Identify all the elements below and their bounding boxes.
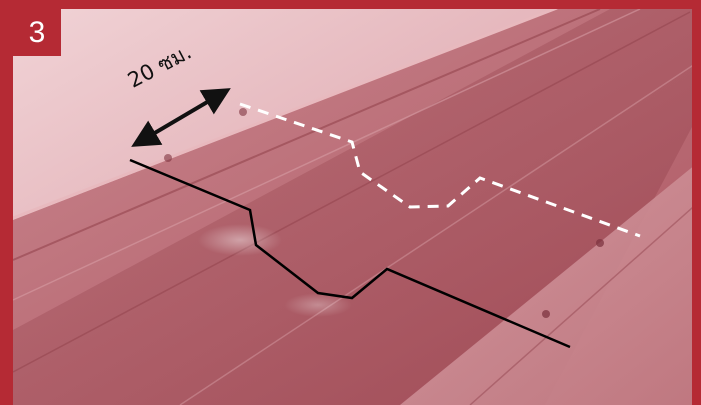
frame-border-left [0, 0, 13, 405]
screw [542, 310, 550, 318]
screw [596, 239, 604, 247]
frame-border-right [692, 0, 701, 405]
step-number-badge: 3 [13, 9, 61, 56]
screw [164, 154, 172, 162]
glare [198, 224, 282, 256]
frame-border-top [0, 0, 701, 9]
screw [239, 108, 247, 116]
